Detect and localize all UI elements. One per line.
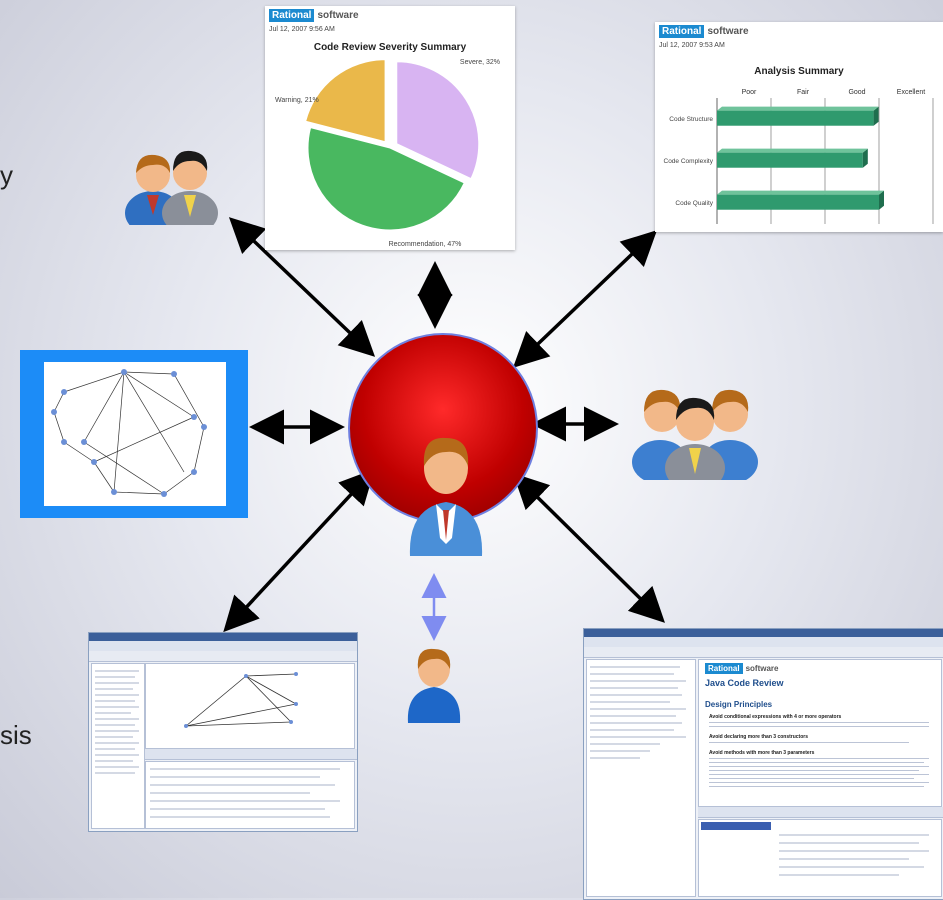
category-label: Code Quality	[675, 200, 713, 207]
central-user-icon	[409, 437, 483, 556]
chart-title: Analysis Summary	[754, 66, 844, 77]
brand-tag: Rational	[705, 663, 743, 674]
fragment-text-bottom: sis	[0, 720, 32, 750]
arrow-bottom-left	[223, 468, 375, 633]
category-label: Code Structure	[669, 116, 713, 123]
brand-tag: Rational	[659, 25, 705, 38]
analysis-bar-top	[717, 148, 868, 153]
pie-slice-label: Severe, 32%	[460, 59, 500, 66]
chart-title: Code Review Severity Summary	[313, 42, 467, 53]
fragment-text-top: y	[0, 160, 13, 190]
arrow-top-left	[228, 217, 376, 357]
two-users-icon	[125, 150, 218, 225]
scale-label: Excellent	[897, 89, 925, 96]
arrow-top-right	[512, 230, 658, 368]
analysis-bar-side	[873, 106, 879, 126]
pie-slice-label: Recommendation, 47%	[389, 241, 462, 248]
dependency-graph-frame	[20, 350, 248, 518]
scale-label: Good	[848, 89, 865, 96]
report-date: Jul 12, 2007 9:53 AM	[659, 42, 725, 49]
ide-dependency-screenshot	[88, 632, 358, 832]
analysis-bar	[717, 152, 863, 168]
pie-slice	[307, 126, 465, 231]
review-item-1: Avoid conditional expressions with 4 or …	[709, 714, 842, 720]
report-date: Jul 12, 2007 9:56 AM	[269, 26, 335, 33]
report-title: Java Code Review	[705, 678, 784, 688]
analysis-bar-side	[879, 190, 884, 210]
brand-word: software	[317, 10, 359, 21]
analysis-bar-top	[717, 106, 879, 111]
scale-label: Poor	[742, 89, 757, 96]
arrow-bottom-right	[513, 473, 665, 623]
section-heading: Design Principles	[705, 700, 773, 709]
review-item-3: Avoid methods with more than 3 parameter…	[709, 750, 815, 756]
analysis-bar	[717, 110, 874, 126]
brand-word: software	[745, 664, 779, 673]
scale-label: Fair	[797, 89, 810, 96]
dependency-graph-image	[44, 362, 226, 506]
pie-slice	[396, 61, 480, 180]
brand-tag: Rational	[269, 9, 315, 22]
brand-word: software	[707, 26, 749, 37]
pie-slice	[305, 59, 386, 143]
single-user-icon	[407, 648, 461, 723]
analysis-bar-side	[862, 148, 868, 168]
pie-slice-label: Warning, 21%	[275, 97, 319, 104]
three-users-icon	[632, 389, 758, 480]
category-label: Code Complexity	[664, 158, 714, 165]
severity-pie-chart: Severe, 32% Recommendation, 47% Warning, 2…	[275, 59, 500, 248]
review-item-2: Avoid declaring more than 3 constructors	[709, 734, 809, 740]
analysis-bar	[717, 194, 879, 210]
analysis-bar-top	[717, 190, 884, 195]
